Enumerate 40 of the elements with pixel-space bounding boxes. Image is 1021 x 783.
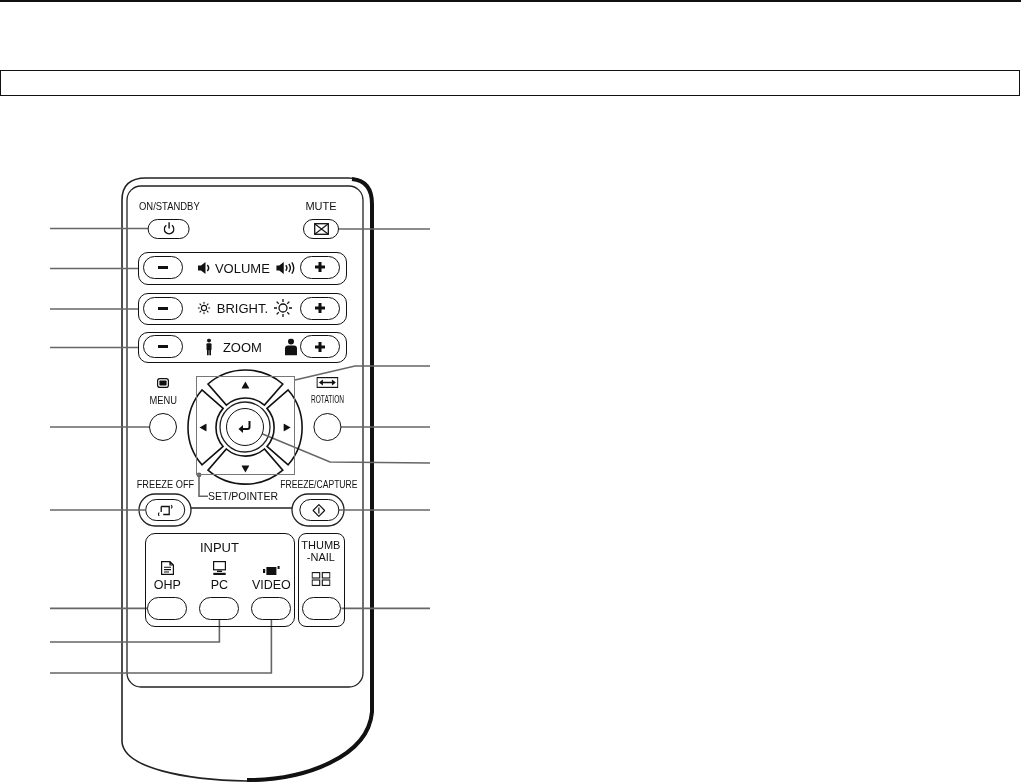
leader-line	[49, 619, 273, 674]
button-label: SET/POINTER	[208, 491, 278, 502]
button-label: ROTATION	[310, 395, 344, 405]
group-label: VOLUME	[214, 261, 270, 275]
right-arrow-button	[265, 388, 303, 466]
leader-line	[49, 227, 149, 230]
leader-line	[340, 426, 431, 428]
button-group-panel	[138, 332, 347, 363]
group-label: INPUT	[199, 540, 239, 554]
button-group-panel	[298, 533, 345, 627]
leader-line	[49, 509, 146, 511]
group-label: ZOOM	[222, 340, 262, 354]
leader-line	[261, 433, 431, 464]
button-label: ON/STANDBY	[138, 201, 200, 212]
button-label: PC	[210, 579, 229, 592]
leader-line	[49, 267, 139, 270]
leader-line	[338, 509, 431, 511]
button-label: MUTE	[305, 201, 337, 212]
left-arrow-button	[187, 388, 225, 466]
button-group-panel	[138, 293, 347, 325]
group-label: BRIGHT.	[216, 301, 269, 315]
leader-line	[49, 607, 149, 610]
button-group-panel	[138, 252, 347, 285]
button-label: FREEZE OFF	[136, 479, 194, 490]
leader-line	[49, 619, 221, 643]
button-label: FREEZE/CAPTURE	[280, 479, 358, 490]
button-label: MENU	[149, 395, 177, 406]
up-arrow-button	[206, 369, 284, 407]
leader-line	[294, 365, 431, 381]
highlight-frame	[196, 376, 295, 475]
button-label: OHP	[153, 579, 181, 592]
button-group-panel	[145, 533, 295, 627]
button-label: VIDEO	[251, 579, 291, 592]
group-label: THUMB -NAIL	[300, 539, 342, 564]
leader-line	[340, 607, 431, 610]
leader-line	[49, 346, 139, 349]
leader-line	[338, 228, 431, 230]
leader-line	[196, 472, 209, 498]
leader-line	[49, 308, 139, 310]
leader-line	[49, 426, 150, 428]
